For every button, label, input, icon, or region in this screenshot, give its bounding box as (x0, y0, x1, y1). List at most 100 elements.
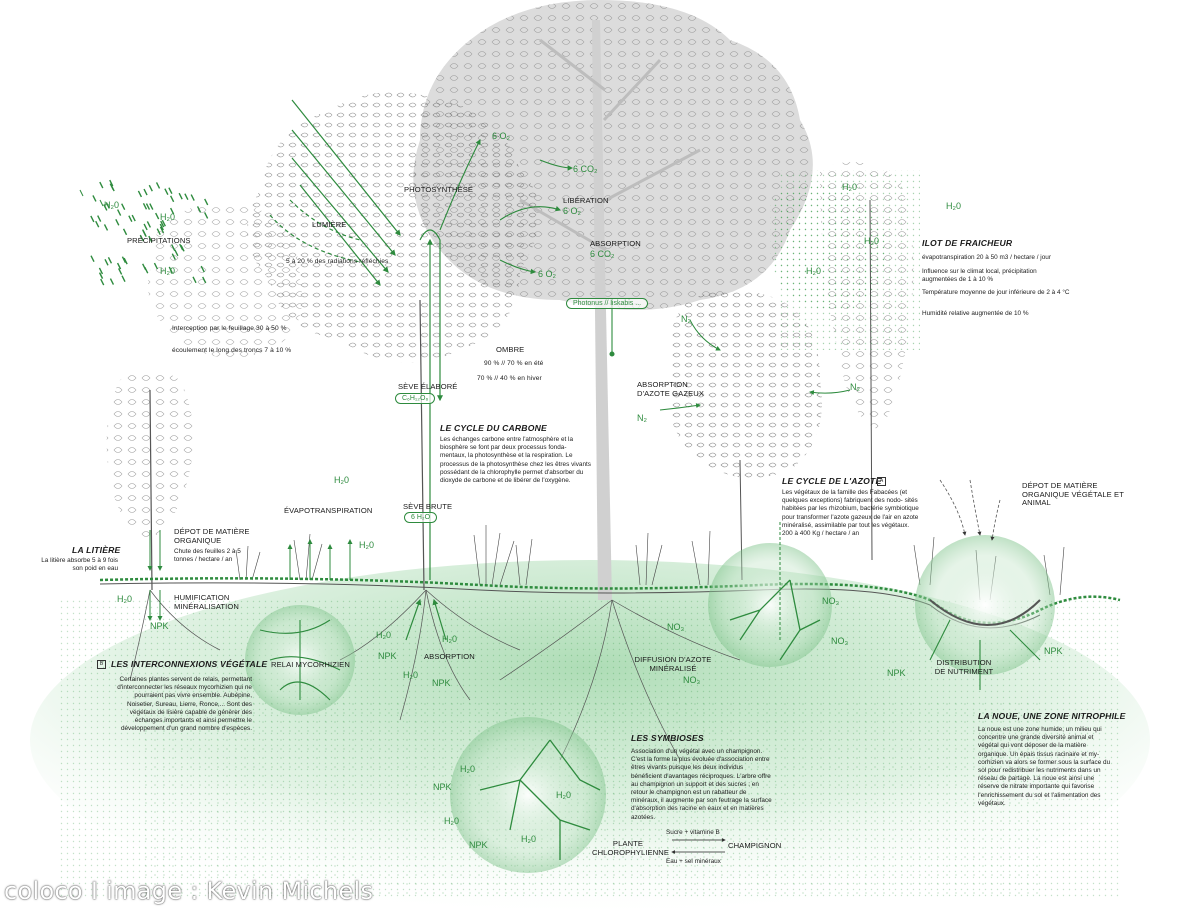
rain-drop (109, 183, 114, 191)
rain-drop (149, 203, 154, 210)
rain-drop (159, 223, 164, 231)
diffusion-azote-label: DIFFUSION D'AZOTE MINÉRALISÉ (634, 655, 712, 673)
interconnexions-tag: B (97, 660, 106, 669)
h2o-label: H₂0 (864, 236, 879, 246)
rain-drop (155, 182, 161, 189)
depot-matiere-label: DÉPOT DE MATIÈRE ORGANIQUE (174, 527, 250, 545)
rain-drop (116, 262, 122, 270)
interconnexions-text: Certaines plantes servent de relais, per… (117, 676, 252, 733)
rain-drop (190, 194, 195, 201)
precipitations-label: PRÉCIPITATIONS (127, 236, 191, 245)
rain-drop (156, 228, 161, 236)
npk-label: NPK (469, 840, 488, 850)
symbiose-bubble (450, 717, 606, 873)
h2o-label: H₂0 (556, 790, 571, 800)
rain-drop (161, 219, 166, 227)
image-credit: coloco I image : Kevin Michels (4, 877, 374, 905)
azote-tag: A (877, 477, 886, 486)
rain-drop (148, 184, 153, 192)
rain-drop (179, 243, 184, 251)
rain-drop (196, 206, 202, 213)
rain-pattern (90, 179, 209, 286)
rain-drop (145, 203, 151, 210)
absorption-co2-value: 6 CO₂ (590, 249, 615, 259)
seve-elaboree-formula: C₆H₁₂O₆ (395, 393, 436, 404)
rain-drop (139, 234, 144, 242)
rain-drop (169, 207, 175, 215)
n2-label: N₂ (637, 413, 647, 423)
h2o-label: H₂0 (946, 201, 961, 211)
co2-top: 6 CO₂ (573, 164, 598, 174)
photosynthesis-formula: Photonus // liskabis ... (566, 298, 649, 309)
rain-drop (178, 192, 183, 200)
npk-label: NPK (887, 668, 906, 678)
rain-drop (95, 220, 100, 228)
seve-brute-label: SÈVE BRUTE (403, 502, 453, 511)
n2-label: N₂ (850, 382, 860, 392)
rain-drop (170, 195, 175, 203)
rain-drop (171, 253, 176, 261)
absorption-co2-label: ABSORPTION (590, 239, 641, 248)
noue-bubble (915, 535, 1055, 690)
depot-arrows (939, 479, 1001, 541)
evapo-arrows (147, 530, 353, 621)
npk-label: NPK (433, 782, 452, 792)
rain-drop (142, 202, 148, 210)
rain-drop (153, 262, 159, 270)
noue-text: La noue est une zone humide, un milieu q… (978, 726, 1111, 807)
nitrogen-arrows (659, 319, 851, 640)
npk-label: NPK (150, 621, 169, 631)
rain-drop (159, 226, 165, 234)
o2-right: 6 O₂ (538, 269, 556, 279)
ilot-title: ILOT DE FRAICHEUR (922, 238, 1013, 248)
rain-drop (168, 266, 173, 274)
h2o-label: H₂0 (160, 212, 175, 222)
rain-drop (202, 276, 207, 284)
relai-mycorhizien-label: RELAI MYCORHIZIEN (271, 660, 350, 669)
h2o-label: H₂0 (521, 834, 536, 844)
rain-drop (103, 204, 108, 211)
no3-label: NO₃ (831, 636, 849, 646)
ombre-hiver-label: 70 % // 40 % en hiver (477, 375, 542, 382)
azote-text: Les végétaux de la famille des Fabacées … (782, 489, 919, 537)
h2o-label: H₂0 (117, 594, 132, 604)
humification-label: HUMIFICATION MINÉRALISATION (174, 593, 239, 611)
rain-drop (141, 229, 147, 236)
lumiere-label: LUMIÈRE (312, 220, 347, 229)
npk-label: NPK (432, 678, 451, 688)
no3-label: NO₃ (822, 596, 840, 606)
seve-elaboree-label: SÈVE ÉLABORÉ (398, 382, 458, 391)
rain-drop (192, 276, 197, 284)
rain-drop (109, 278, 115, 285)
npk-label: NPK (378, 651, 397, 661)
h2o-label: H₂0 (359, 540, 374, 550)
rain-drop (97, 215, 102, 222)
ilot-line-1: évapotranspiration 20 à 50 m3 / hectare … (922, 254, 1051, 261)
rain-drop (200, 265, 205, 273)
sucre-label: Sucre + vitamine B (666, 829, 720, 836)
rain-drop (137, 190, 143, 198)
rain-drop (122, 228, 128, 236)
h2o-label: H₂0 (444, 816, 459, 826)
h2o-label: H₂0 (442, 634, 457, 644)
o2-top: 6 O₂ (492, 131, 510, 141)
rain-drop (104, 259, 109, 266)
plante-label: PLANTE CHLOROPHYLIENNE (592, 839, 670, 857)
symbioses-title: LES SYMBIOSES (631, 733, 704, 743)
noue-title: LA NOUE, UNE ZONE NITROPHILE (978, 711, 1126, 721)
carbon-cycle-text: Les échanges carbone entre l'atmosphère … (440, 436, 591, 484)
liberation-label: LIBÉRATION (563, 196, 609, 205)
gas-exchange-arrows (439, 139, 615, 357)
rain-drop (160, 220, 165, 228)
litiere-text: La litière absorbe 5 à 9 fois son poid e… (41, 557, 118, 573)
rain-drop (171, 244, 176, 252)
rain-drop (115, 219, 120, 226)
rain-drop (184, 193, 189, 200)
rain-drop (90, 215, 95, 223)
rain-drops (79, 189, 104, 207)
rain-drop (131, 214, 136, 222)
n2-label: N₂ (681, 314, 691, 324)
rain-drop (121, 256, 127, 263)
seve-brute-formula: 6 H₂O (404, 512, 438, 523)
